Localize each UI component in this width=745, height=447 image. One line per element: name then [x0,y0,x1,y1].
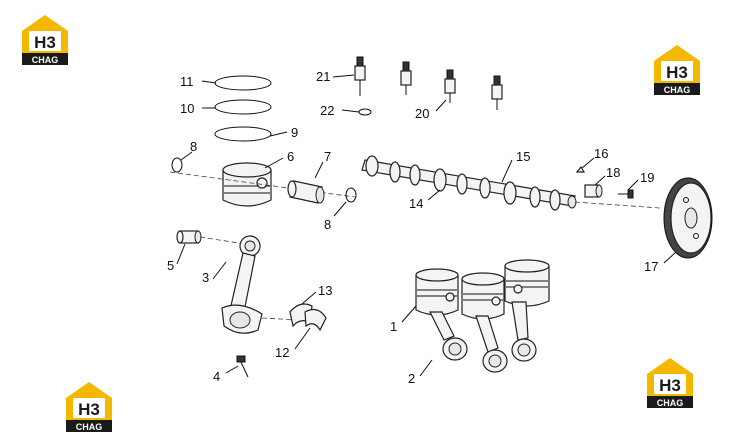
bearing-shell-12 [304,308,327,332]
callout-12: 12 [275,345,289,360]
piston-rod-assembly-1c [504,259,550,362]
svg-text:CHAG: CHAG [76,422,103,432]
bushing-5 [176,230,202,244]
callout-13: 13 [318,283,332,298]
callout-18: 18 [606,165,620,180]
callout-8-right: 8 [324,217,331,232]
leader-lines [176,74,677,377]
svg-text:CHAG: CHAG [32,55,59,65]
connecting-rod-3 [221,235,263,334]
callout-16: 16 [594,146,608,161]
callout-21: 21 [316,69,330,84]
piston-pin-7 [287,180,325,204]
bolt-19 [618,189,634,199]
callout-11: 11 [180,74,194,89]
brand-logo: H3 CHAG [18,13,72,67]
callout-20: 20 [415,106,429,121]
cam-gear-17 [663,177,713,259]
injector-20a [400,61,412,95]
callout-3: 3 [202,270,209,285]
seal-washer-22 [358,108,372,116]
piston-6 [222,162,272,207]
piston-rod-assembly-1b [461,272,508,373]
callout-10: 10 [180,101,194,116]
callout-2: 2 [408,371,415,386]
svg-text:H3: H3 [659,376,681,395]
callout-7: 7 [324,149,331,164]
piston-ring-10 [214,99,272,115]
circlip-8-right [345,187,357,203]
callout-15: 15 [516,149,530,164]
callout-22: 22 [320,103,334,118]
camshaft-15 [361,155,577,211]
svg-text:CHAG: CHAG [664,85,691,95]
callout-1: 1 [390,319,397,334]
callout-6: 6 [287,149,294,164]
brand-logo: H3 CHAG [62,380,116,434]
injector-20b [444,69,456,103]
woodruff-key-16 [575,165,586,173]
callout-5: 5 [167,258,174,273]
piston-ring-11 [214,75,272,91]
injector-20c [491,75,503,110]
svg-text:H3: H3 [34,33,56,52]
piston-rod-assembly-1 [415,268,468,361]
piston-ring-9 [214,126,272,142]
callout-9: 9 [291,125,298,140]
callout-19: 19 [640,170,654,185]
svg-text:H3: H3 [78,400,100,419]
svg-text:CHAG: CHAG [657,398,684,408]
callout-4: 4 [213,369,220,384]
callout-labels: 11 10 9 8 6 7 8 21 22 20 14 15 16 18 19 … [167,69,658,386]
rod-bolt-4 [236,355,249,378]
brand-logo: H3 CHAG [650,43,704,97]
svg-text:H3: H3 [666,63,688,82]
brand-logo: H3 CHAG [643,356,697,410]
callout-14: 14 [409,196,423,211]
bushing-18 [584,184,603,198]
injector-21 [354,56,366,96]
callout-8-left: 8 [190,139,197,154]
circlip-8-left [171,157,183,173]
callout-17: 17 [644,259,658,274]
